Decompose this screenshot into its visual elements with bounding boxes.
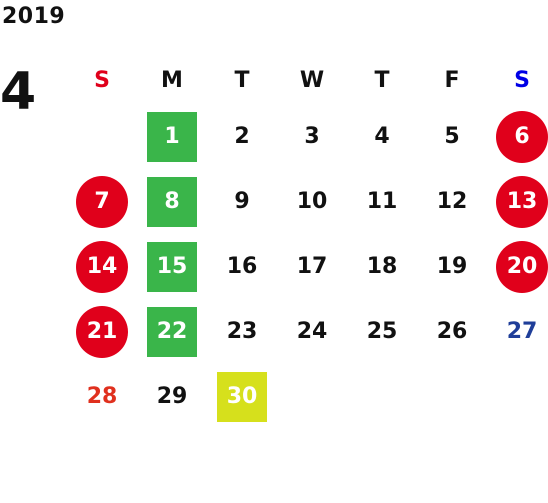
day-number-holiday-marked: 15 [147, 241, 197, 292]
day-number: 25 [366, 319, 398, 344]
day-cell[interactable]: 12 [417, 169, 487, 234]
day-cell[interactable]: 19 [417, 234, 487, 299]
day-number-circled: 20 [496, 240, 548, 293]
day-cell[interactable]: 11 [347, 169, 417, 234]
day-cell[interactable]: 21 [67, 299, 137, 364]
day-cell[interactable]: 27 [487, 299, 548, 364]
day-number: 3 [304, 124, 320, 149]
day-cell[interactable]: 1 [137, 104, 207, 169]
weekday-sunday: S [94, 67, 110, 93]
day-cell[interactable]: 8 [137, 169, 207, 234]
month-number: 4 [0, 62, 37, 122]
day-number: 5 [444, 124, 460, 149]
day-number: 29 [156, 384, 188, 409]
day-number: 17 [296, 254, 328, 279]
day-cell-empty [67, 104, 137, 169]
weekday-tuesday: T [234, 67, 250, 93]
day-cell[interactable]: 6 [487, 104, 548, 169]
day-number-circled: 6 [496, 110, 548, 163]
day-number: 16 [226, 254, 258, 279]
year-label: 2019 [2, 4, 66, 29]
day-cell[interactable]: 20 [487, 234, 548, 299]
weekday-thursday: T [374, 67, 390, 93]
day-cell[interactable]: 9 [207, 169, 277, 234]
day-cell-empty [487, 364, 548, 429]
day-number: 2 [234, 124, 250, 149]
day-number-holiday-marked: 8 [147, 176, 197, 227]
day-cell[interactable]: 29 [137, 364, 207, 429]
day-cell[interactable]: 18 [347, 234, 417, 299]
day-number: 19 [436, 254, 468, 279]
day-cell[interactable]: 23 [207, 299, 277, 364]
day-cell[interactable]: 10 [277, 169, 347, 234]
day-cell[interactable]: 13 [487, 169, 548, 234]
weekday-saturday: S [514, 67, 530, 93]
day-number: 4 [374, 124, 390, 149]
day-number-circled: 21 [76, 305, 128, 358]
day-cell[interactable]: 2 [207, 104, 277, 169]
day-number: 26 [436, 319, 468, 344]
day-number: 12 [436, 189, 468, 214]
day-number-circled: 7 [76, 175, 128, 228]
day-number-highlighted: 30 [217, 371, 267, 422]
day-cell[interactable]: 24 [277, 299, 347, 364]
day-cell[interactable]: 22 [137, 299, 207, 364]
day-cell[interactable]: 16 [207, 234, 277, 299]
day-cell[interactable]: 4 [347, 104, 417, 169]
day-number-circled: 13 [496, 175, 548, 228]
weekday-monday: M [161, 67, 183, 93]
day-cell[interactable]: 26 [417, 299, 487, 364]
calendar-grid: S M T W T F S 1 2 3 4 5 6 7 8 9 10 11 12… [67, 56, 548, 429]
day-number: 23 [226, 319, 258, 344]
day-cell-empty [347, 364, 417, 429]
weekday-wednesday: W [299, 67, 325, 93]
day-cell[interactable]: 3 [277, 104, 347, 169]
day-cell[interactable]: 30 [207, 364, 277, 429]
day-number-saturday: 27 [506, 319, 538, 344]
day-number-holiday-marked: 22 [147, 306, 197, 357]
day-number-holiday-marked: 1 [147, 111, 197, 162]
day-cell[interactable]: 15 [137, 234, 207, 299]
day-number-circled: 14 [76, 240, 128, 293]
day-number: 10 [296, 189, 328, 214]
day-number: 9 [234, 189, 250, 214]
day-number: 11 [366, 189, 398, 214]
day-cell[interactable]: 5 [417, 104, 487, 169]
day-cell[interactable]: 17 [277, 234, 347, 299]
day-number: 24 [296, 319, 328, 344]
day-cell[interactable]: 25 [347, 299, 417, 364]
day-number-sunday: 28 [86, 384, 118, 409]
day-cell[interactable]: 28 [67, 364, 137, 429]
day-cell-empty [277, 364, 347, 429]
day-cell-empty [417, 364, 487, 429]
day-cell[interactable]: 7 [67, 169, 137, 234]
day-cell[interactable]: 14 [67, 234, 137, 299]
day-number: 18 [366, 254, 398, 279]
weekday-friday: F [444, 67, 460, 93]
